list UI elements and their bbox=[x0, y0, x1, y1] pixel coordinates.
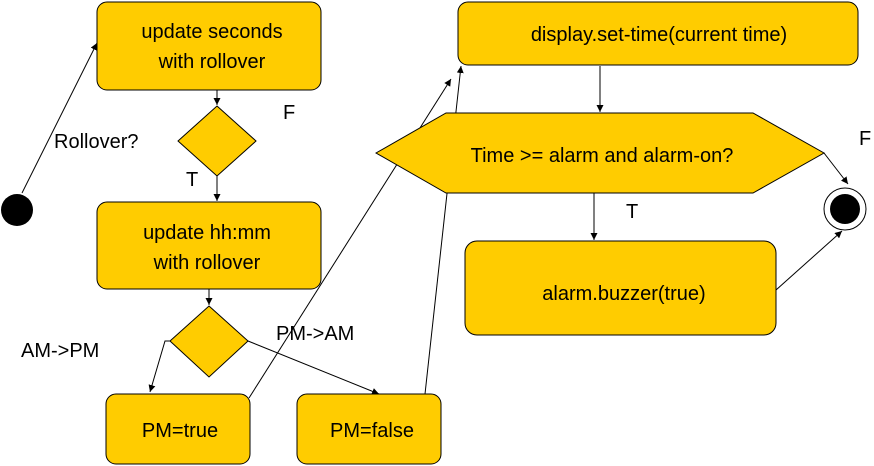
label-f-alarm: F bbox=[859, 128, 871, 150]
node-pm-false: PM=false bbox=[296, 393, 442, 465]
alarm-buzzer-label: alarm.buzzer(true) bbox=[542, 283, 705, 305]
label-pm-am: PM->AM bbox=[276, 323, 354, 345]
label-t-rollover: T bbox=[186, 169, 198, 191]
edge-start-to-update-seconds bbox=[21, 42, 98, 194]
edge-alarm-buzzer-to-end bbox=[775, 230, 843, 291]
label-t-alarm: T bbox=[626, 201, 638, 223]
update-seconds-line1: update seconds bbox=[141, 21, 282, 43]
node-pm-true: PM=true bbox=[105, 393, 251, 465]
alarm-check-label: Time >= alarm and alarm-on? bbox=[471, 145, 734, 167]
update-hhmm-line2: with rollover bbox=[153, 252, 261, 274]
edge-ampm-decision-to-pm-true bbox=[148, 340, 170, 393]
edge-alarm-check-to-end bbox=[823, 152, 849, 185]
label-rollover: Rollover? bbox=[54, 131, 138, 153]
pm-false-label: PM=false bbox=[330, 420, 414, 442]
node-display-set-time: display.set-time(current time) bbox=[457, 1, 859, 66]
edge-ampm-decision-to-pm-false bbox=[247, 340, 380, 395]
decision-rollover bbox=[177, 105, 257, 177]
decision-am-pm bbox=[169, 305, 249, 378]
node-alarm-check: Time >= alarm and alarm-on? bbox=[374, 112, 826, 194]
node-update-hhmm: update hh:mm with rollover bbox=[96, 201, 322, 290]
node-update-seconds: update seconds with rollover bbox=[96, 1, 322, 91]
label-f-rollover: F bbox=[283, 102, 295, 124]
pm-true-label: PM=true bbox=[142, 420, 218, 442]
node-alarm-buzzer: alarm.buzzer(true) bbox=[464, 240, 777, 336]
display-set-time-label: display.set-time(current time) bbox=[531, 24, 787, 46]
label-am-pm: AM->PM bbox=[21, 340, 99, 362]
update-hhmm-line1: update hh:mm bbox=[143, 222, 271, 244]
end-node bbox=[823, 187, 867, 231]
update-seconds-line2: with rollover bbox=[158, 51, 266, 73]
start-node bbox=[1, 194, 33, 226]
